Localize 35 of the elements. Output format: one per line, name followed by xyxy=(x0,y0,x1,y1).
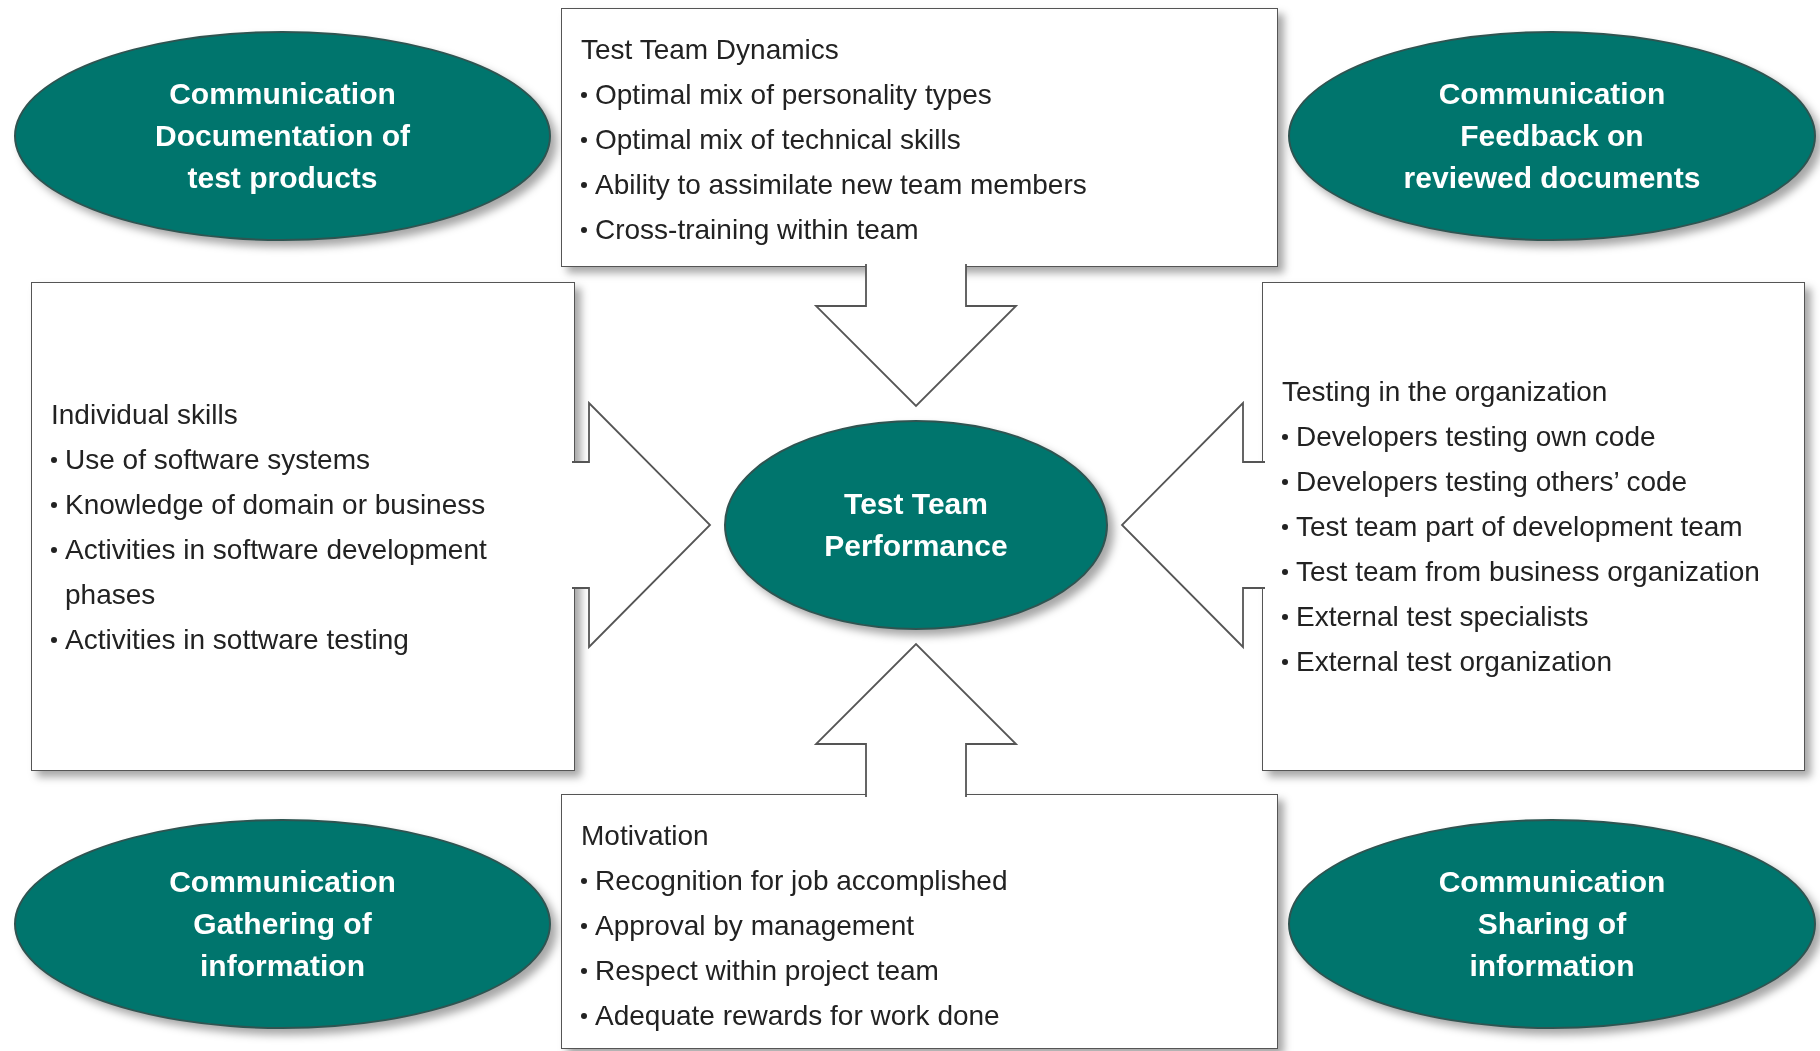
text-box xyxy=(31,282,575,771)
bullet-item: Test team part of development team xyxy=(1296,510,1743,544)
ellipse-label: Communication Sharing of information xyxy=(1437,864,1667,984)
bullet-item: Developers testing own code xyxy=(1296,420,1656,454)
bullet-item: Developers testing others’ code xyxy=(1296,465,1688,499)
bullet-item: Activities in sottware testing xyxy=(65,622,409,657)
text-box xyxy=(1262,282,1805,771)
block-arrow xyxy=(813,642,1019,798)
bullet-item: Knowledge of domain or business xyxy=(65,487,486,522)
bullet-item: Optimal mix of personality types xyxy=(595,78,992,112)
block-arrow xyxy=(571,400,712,650)
bullet-item: Ability to assimilate new team members xyxy=(595,168,1087,202)
bullet-item: External test specialists xyxy=(1296,600,1589,634)
text-box xyxy=(561,794,1278,1049)
text-box xyxy=(561,8,1278,267)
ellipse-label: Communication Gathering of information xyxy=(168,864,397,984)
box-heading: Individual skills xyxy=(51,397,239,432)
bullet-item: External test organization xyxy=(1296,645,1612,679)
box-heading: Motivation xyxy=(581,819,710,853)
block-arrow xyxy=(1120,400,1266,650)
box-heading: Testing in the organization xyxy=(1282,375,1609,409)
bullet-item: Respect within project team xyxy=(595,954,939,988)
ellipse-label: Communication Feedback on reviewed documents xyxy=(1402,76,1702,196)
bullet-item: Recognition for job accomplished xyxy=(595,864,1008,898)
bullet-item: Activities in software development phases xyxy=(65,532,488,612)
bullet-item: Use of software systems xyxy=(65,442,370,477)
box-heading: Test Team Dynamics xyxy=(581,33,840,67)
ellipse-label: Test Team Performance xyxy=(823,486,1009,564)
ellipse-label: Communication Documentation of test products xyxy=(154,76,411,196)
block-arrow xyxy=(813,263,1019,408)
bullet-item: Optimal mix of technical skills xyxy=(595,123,961,157)
bullet-item: Cross-training within team xyxy=(595,213,919,247)
bullet-item: Adequate rewards for work done xyxy=(595,999,1000,1033)
bullet-item: Test team from business organization xyxy=(1296,555,1760,589)
bullet-item: Approval by management xyxy=(595,909,915,943)
